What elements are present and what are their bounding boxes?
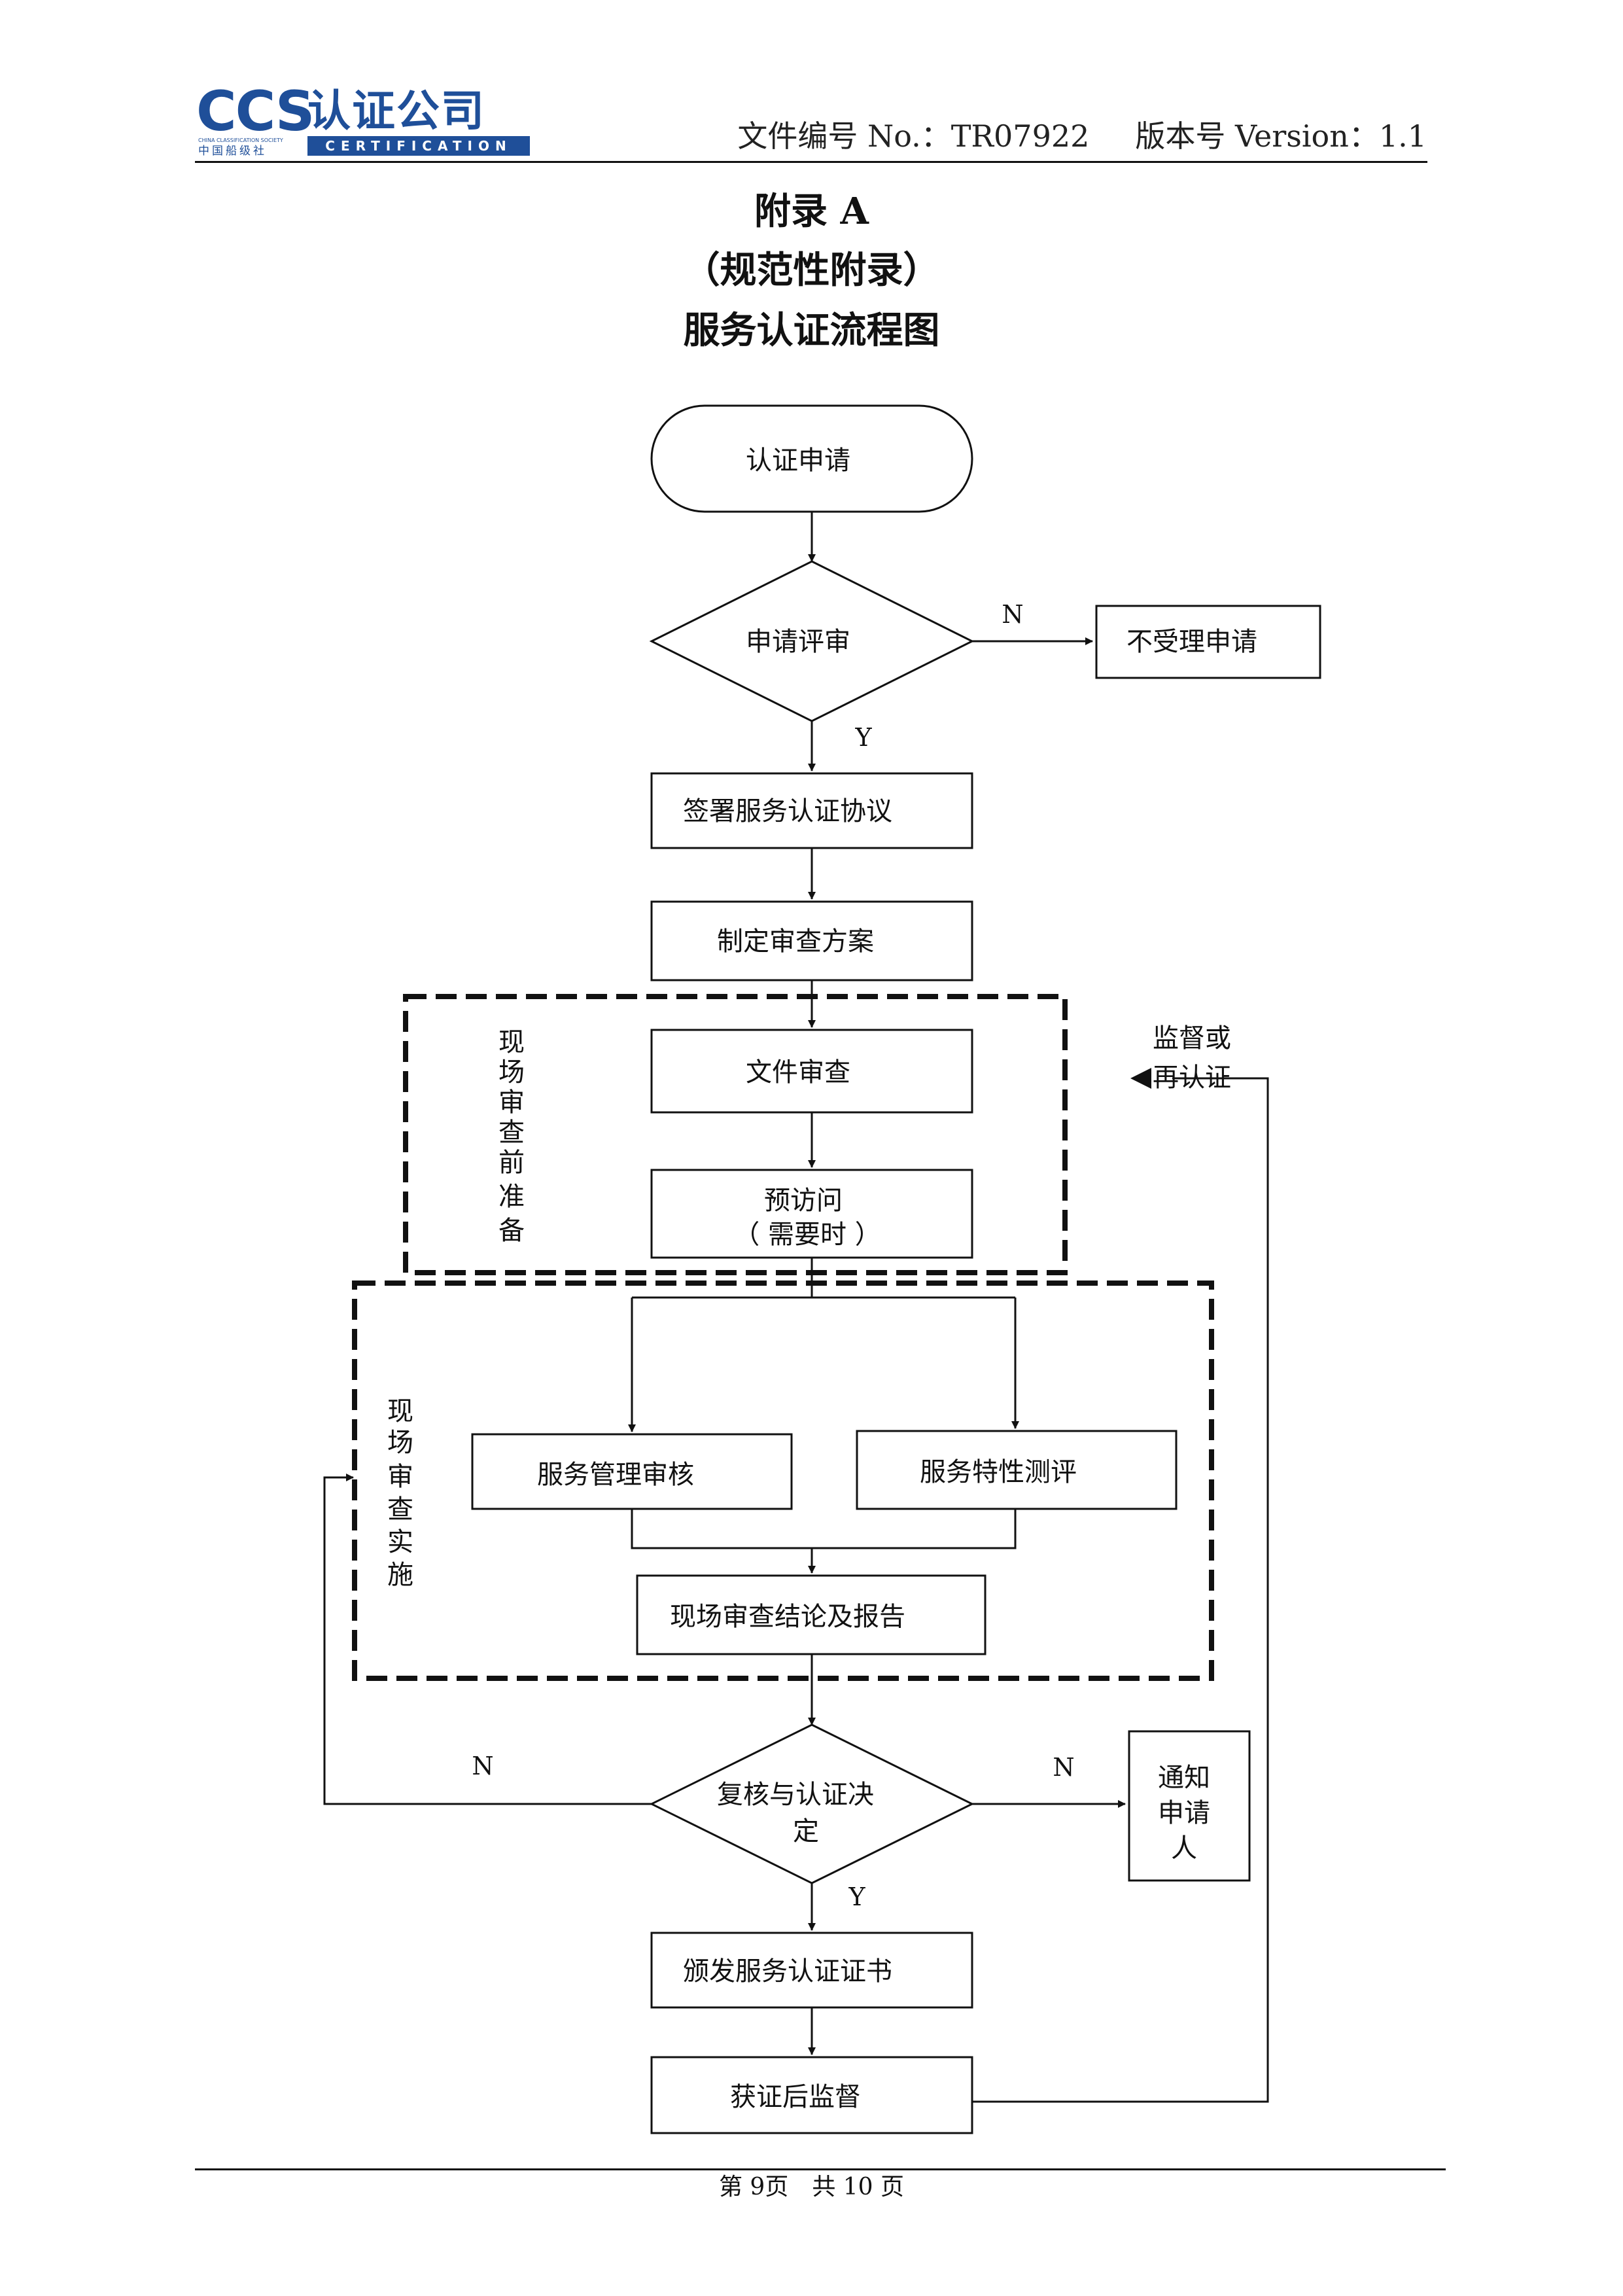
text-reject: 不受理申请 (1126, 627, 1257, 657)
impl-label-6: 施 (387, 1560, 413, 1590)
label-review-no: N (1002, 600, 1023, 629)
page-total: 共 10 页 (812, 2174, 905, 2200)
label-decision-no-left: N (472, 1752, 493, 1780)
text-pre-visit-2: （ 需要时 ） (733, 1220, 881, 1250)
label-review-yes: Y (854, 723, 872, 752)
header-rule (195, 161, 1427, 163)
node-start (650, 404, 973, 513)
doc-version: 版本号 Version：1.1 (1135, 118, 1427, 154)
prep-label-5: 前 (498, 1148, 525, 1178)
impl-label-4: 查 (387, 1494, 413, 1525)
text-plan: 制定审查方案 (717, 927, 874, 957)
node-notify (1128, 1730, 1251, 1882)
node-surveil (650, 2056, 973, 2134)
node-doc-review (650, 1029, 973, 1114)
node-mgmt-review (471, 1433, 793, 1510)
loop-label-1: 监督或 (1153, 1023, 1231, 1053)
text-sign: 签署服务认证协议 (683, 796, 892, 826)
text-issue: 颁发服务认证证书 (683, 1956, 892, 1987)
header-meta: 文件编号 No.：TR07922 版本号 Version：1.1 (737, 118, 1427, 154)
connectors (323, 512, 1269, 2103)
prep-label-4: 查 (498, 1118, 525, 1148)
node-plan (650, 900, 973, 981)
prep-label-2: 场 (498, 1057, 525, 1087)
node-decision (649, 1723, 975, 1884)
appendix-title: 附录 A (754, 190, 869, 233)
footer-rule (195, 2168, 1446, 2170)
doc-number: 文件编号 No.：TR07922 (737, 118, 1090, 154)
text-review: 申请评审 (746, 627, 850, 657)
impl-label-2: 场 (387, 1428, 413, 1458)
node-sign (650, 772, 973, 849)
group-prep-dashed (403, 994, 1068, 1275)
text-notify-2: 申请 (1158, 1798, 1210, 1828)
edge-surveil-loop (972, 1077, 1269, 2103)
text-decision-1: 复核与认证决 (717, 1780, 874, 1810)
appendix-subtitle: （规范性附录） (683, 249, 940, 292)
text-start: 认证申请 (746, 446, 850, 476)
page-footer: 第 9页共 10 页 (0, 2171, 1623, 2204)
node-char-eval (856, 1430, 1178, 1510)
impl-label-5: 实 (387, 1527, 413, 1557)
group-impl-dashed (352, 1280, 1214, 1681)
text-decision-2: 定 (793, 1816, 819, 1846)
text-conclusion: 现场审查结论及报告 (670, 1602, 905, 1632)
prep-label-6: 准 (498, 1182, 525, 1212)
node-reject (1095, 605, 1321, 679)
logo-society-cn: 中国船级社 (198, 145, 267, 158)
node-pre-visit (650, 1169, 973, 1259)
edge-merge (631, 1509, 1017, 1549)
text-mgmt-review: 服务管理审核 (537, 1460, 694, 1490)
label-decision-yes: Y (848, 1882, 865, 1911)
node-issue (650, 1932, 973, 2009)
node-review (649, 560, 975, 722)
logo-society-name: CHINA CLASSIFICATION SOCIETY (198, 137, 283, 143)
impl-label-1: 现 (387, 1396, 413, 1426)
loop-label-2: 再认证 (1153, 1063, 1231, 1093)
label-decision-no-right: N (1053, 1753, 1074, 1782)
logo-certification-band: CERTIFICATION (307, 136, 530, 156)
text-doc-review: 文件审查 (746, 1057, 850, 1087)
text-pre-visit-1: 预访问 (764, 1186, 843, 1216)
ccs-logo-mark: CCS (196, 79, 315, 143)
prep-label-1: 现 (498, 1027, 525, 1057)
impl-label-3: 审 (387, 1462, 413, 1492)
diagram-title: 服务认证流程图 (683, 309, 940, 352)
text-notify-1: 通知 (1158, 1763, 1210, 1793)
page-number: 第 9页 (718, 2174, 789, 2200)
loop-arrowhead (1130, 1068, 1151, 1089)
text-surveil: 获证后监督 (730, 2082, 861, 2112)
prep-label-7: 备 (498, 1216, 525, 1246)
node-conclusion (636, 1574, 986, 1655)
edge-decision-loop-back (323, 1474, 652, 1805)
text-char-eval: 服务特性测评 (920, 1457, 1077, 1487)
logo-company-name: 认证公司 (307, 86, 485, 136)
text-notify-3: 人 (1171, 1833, 1197, 1863)
prep-label-3: 审 (498, 1087, 525, 1118)
